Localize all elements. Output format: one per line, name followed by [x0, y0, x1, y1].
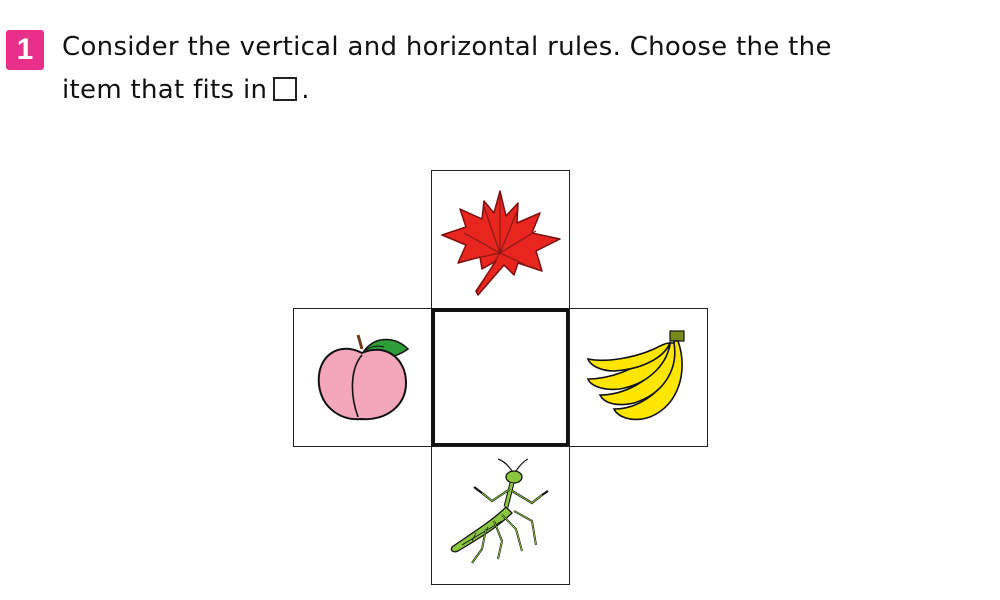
answer-box-icon	[273, 77, 298, 101]
peach-icon	[317, 334, 410, 421]
cell-top[interactable]	[431, 170, 570, 309]
cell-bottom[interactable]	[431, 446, 570, 585]
question-line-2: item that fits in	[62, 75, 268, 105]
question-line-2-end: .	[301, 75, 310, 105]
praying-mantis-icon	[450, 458, 549, 564]
cell-center-blank[interactable]	[431, 308, 570, 447]
bananas-icon	[586, 330, 685, 421]
maple-leaf-icon	[441, 190, 561, 296]
question-text: Consider the vertical and horizontal rul…	[62, 26, 982, 112]
cell-left[interactable]	[293, 308, 432, 447]
question-number-badge: 1	[6, 30, 44, 70]
question-line-1: Consider the vertical and horizontal rul…	[62, 32, 832, 62]
cell-right[interactable]	[569, 308, 708, 447]
